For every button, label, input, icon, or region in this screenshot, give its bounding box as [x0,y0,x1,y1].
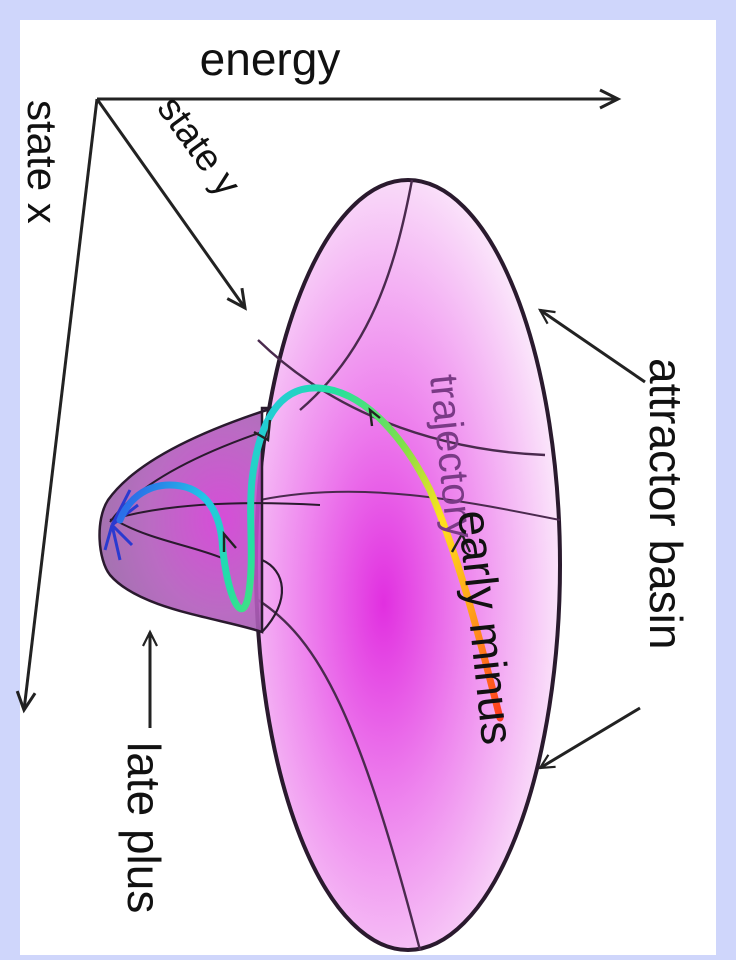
energy-label: energy [200,33,341,85]
attractor-basin-label: attractor basin [640,358,692,649]
late-plus-label: late plus [118,742,170,913]
attractor-basin-surface [256,180,560,950]
state-x-label: state x [19,100,66,224]
